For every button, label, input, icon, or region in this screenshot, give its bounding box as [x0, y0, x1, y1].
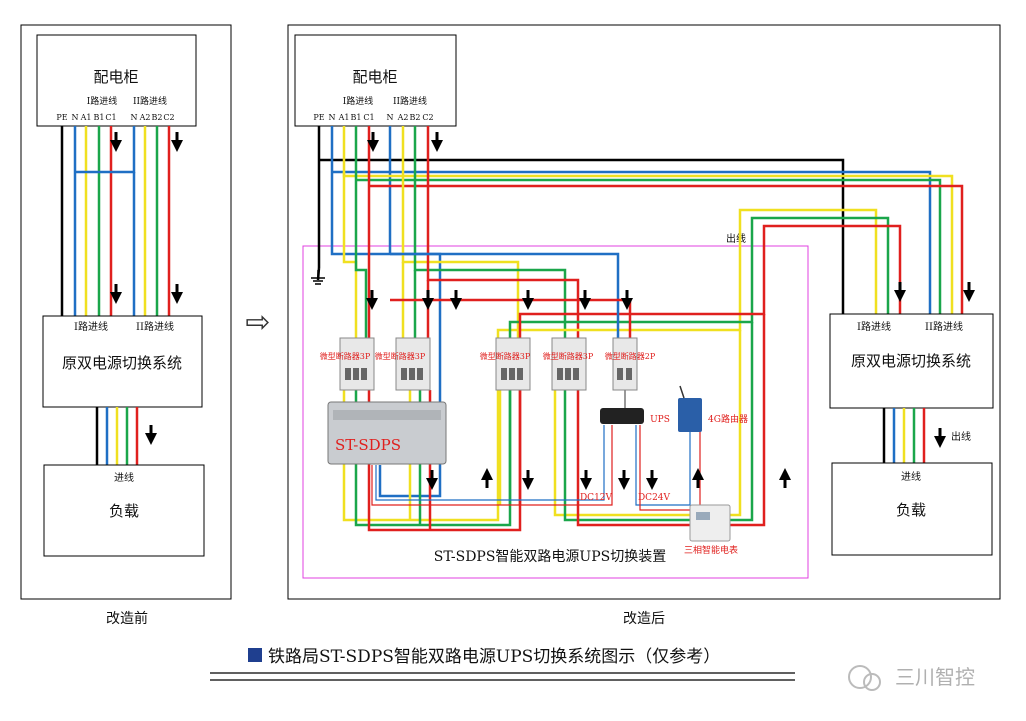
before-switch-title: 原双电源切换系统 — [62, 354, 182, 372]
after-cabinet-title: 配电柜 — [352, 68, 397, 86]
st-sdps-device: ST-SDPS — [327, 401, 447, 465]
before-line1-label: I路进线 — [87, 95, 118, 107]
breaker-label-2: 微型断路器3P — [375, 351, 426, 361]
wechat-icon — [848, 665, 872, 689]
after-line1-label: I路进线 — [343, 95, 374, 107]
before-term-c2: C2 — [163, 113, 174, 122]
meter-label: 三相智能电表 — [684, 544, 738, 556]
before-caption: 改造前 — [106, 610, 148, 627]
breaker-group: 微型断路器3P 微型断路器3P 微型断路器3P 微型断路器3P 微型断路器2P — [320, 337, 656, 391]
breaker-label-1: 微型断路器3P — [320, 351, 371, 361]
after-line2-label: II路进线 — [393, 95, 427, 107]
after-term-c2: C2 — [422, 113, 433, 122]
outline-label: 出线 — [726, 232, 746, 245]
watermark: 三川智控 — [848, 665, 975, 691]
after-switch-box — [829, 313, 994, 409]
before-load-title: 负载 — [109, 502, 139, 520]
before-cabinet — [36, 34, 197, 127]
breaker-label-3: 微型断路器3P — [480, 351, 531, 361]
footer-title: 铁路局ST-SDPS智能双路电源UPS切换系统图示（仅参考） — [268, 647, 720, 667]
before-panel: 配电柜 I路进线 II路进线 PE N A1 B1 C1 N A2 B2 C2 — [20, 24, 232, 627]
before-load-box — [43, 464, 205, 557]
after-load-in: 进线 — [901, 470, 921, 483]
before-cabinet-title: 配电柜 — [93, 68, 138, 86]
breaker-1 — [339, 337, 375, 391]
breaker-3 — [495, 337, 531, 391]
before-term-b1: B1 — [94, 113, 105, 122]
after-term-n2: N — [387, 113, 394, 122]
after-term-pe: PE — [313, 113, 324, 122]
breaker-4 — [551, 337, 587, 391]
router-device: 4G路由器 — [678, 385, 748, 432]
before-term-a2: A2 — [139, 113, 151, 122]
after-term-b1: B1 — [351, 113, 362, 122]
wiring — [316, 126, 964, 532]
dc12-label: DC12V — [580, 493, 613, 503]
after-panel: 配电柜 I路进线 II路进线 PE N A1 B1 C1 N A2 B2 C2 … — [287, 24, 1001, 627]
before-term-a1: A1 — [80, 113, 92, 122]
transition-arrow-icon: ⇨ — [245, 305, 270, 340]
after-term-n: N — [329, 113, 336, 122]
footer: 铁路局ST-SDPS智能双路电源UPS切换系统图示（仅参考） — [210, 647, 795, 681]
before-term-c1: C1 — [105, 113, 116, 122]
title-square-icon — [248, 648, 262, 662]
after-load-title: 负载 — [896, 501, 926, 519]
before-load-in: 进线 — [114, 471, 134, 484]
before-term-b2: B2 — [152, 113, 163, 122]
breaker-5 — [612, 337, 638, 391]
watermark-text: 三川智控 — [895, 665, 975, 689]
after-term-a2: A2 — [397, 113, 409, 122]
after-term-b2: B2 — [410, 113, 421, 122]
ups-device: UPS — [600, 408, 670, 425]
after-term-a1: A1 — [338, 113, 350, 122]
before-term-n2: N — [131, 113, 138, 122]
after-switch-in2: II路进线 — [925, 320, 963, 333]
breaker-2 — [395, 337, 431, 391]
smart-meter: 三相智能电表 — [684, 504, 738, 556]
router-label: 4G路由器 — [708, 413, 748, 425]
before-term-n: N — [72, 113, 79, 122]
after-cabinet — [294, 34, 457, 127]
before-switch-in1: I路进线 — [74, 320, 108, 333]
before-term-pe: PE — [56, 113, 67, 122]
before-line2-label: II路进线 — [133, 95, 167, 107]
before-switch-in2: II路进线 — [136, 320, 174, 333]
after-switch-title: 原双电源切换系统 — [851, 352, 971, 370]
device-box — [302, 245, 809, 579]
after-caption: 改造后 — [623, 611, 665, 627]
before-switch-box — [42, 315, 203, 408]
device-caption: ST-SDPS智能双路电源UPS切换装置 — [434, 548, 667, 565]
breaker-label-4: 微型断路器3P — [543, 351, 594, 361]
after-switch-in1: I路进线 — [857, 320, 891, 333]
ups-label: UPS — [650, 415, 670, 425]
after-load-box — [831, 462, 993, 556]
device-name: ST-SDPS — [335, 436, 401, 454]
after-switch-out: 出线 — [951, 430, 971, 443]
after-term-c1: C1 — [363, 113, 374, 122]
dc24-label: DC24V — [638, 493, 671, 503]
breaker-label-5: 微型断路器2P — [605, 351, 656, 361]
